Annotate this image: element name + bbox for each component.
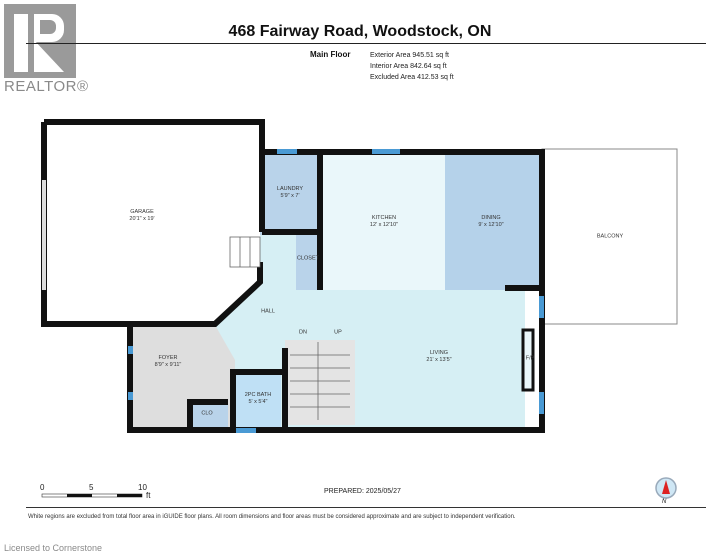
fireplace: [521, 328, 535, 392]
title-divider: [26, 43, 706, 44]
room-hall: HALL: [261, 308, 275, 315]
laundry-fill: [260, 155, 320, 235]
scale-unit: ft: [146, 491, 151, 500]
scale-tick-0: 0: [40, 483, 45, 492]
room-closet: CLOSET: [296, 255, 320, 262]
stairs-down-label: DN: [299, 329, 307, 336]
prepared-date: PREPARED: 2025/05/27: [324, 488, 401, 495]
kitchen-window: [372, 149, 400, 154]
license-notice: Licensed to Cornerstone: [4, 543, 103, 553]
scale-tick-10: 10: [138, 483, 147, 492]
excluded-area: Excluded Area 412.53 sq ft: [370, 74, 454, 81]
realtor-wordmark: REALTOR®: [4, 78, 89, 95]
closet-fill: [296, 232, 320, 290]
fireplace-label: F/P: [525, 355, 535, 362]
living-window-1: [539, 296, 544, 318]
kitchen-fill: [320, 155, 445, 290]
scale-tick-5: 5: [89, 483, 94, 492]
room-balcony: BALCONY: [596, 233, 624, 240]
foyer-window-1: [128, 346, 133, 354]
disclaimer: White regions are excluded from total fl…: [28, 514, 516, 520]
compass-north-label: N: [662, 499, 667, 505]
realtor-logo: [4, 4, 76, 78]
bath-fill: [236, 370, 281, 428]
scale-bar: [41, 493, 143, 498]
page-title: 468 Fairway Road, Woodstock, ON: [228, 23, 492, 40]
compass-icon: [655, 477, 677, 499]
room-clo: CLO: [201, 410, 213, 417]
area-summary: Exterior Area 945.51 sq ft Interior Area…: [370, 50, 454, 83]
garage-door: [42, 180, 46, 290]
laundry-window: [277, 149, 297, 154]
stairs-up-label: UP: [334, 329, 342, 336]
balcony-outline: [541, 148, 678, 325]
foyer-window-2: [128, 392, 133, 400]
floor-label: Main Floor: [310, 50, 351, 59]
stairs-fill: [285, 340, 355, 425]
bath-window: [236, 428, 256, 433]
dining-fill: [445, 155, 540, 290]
footer-divider: [26, 507, 706, 508]
interior-area: Interior Area 842.64 sq ft: [370, 63, 447, 70]
clo-fill: [190, 402, 228, 428]
living-window-2: [539, 392, 544, 414]
exterior-area: Exterior Area 945.51 sq ft: [370, 52, 449, 59]
